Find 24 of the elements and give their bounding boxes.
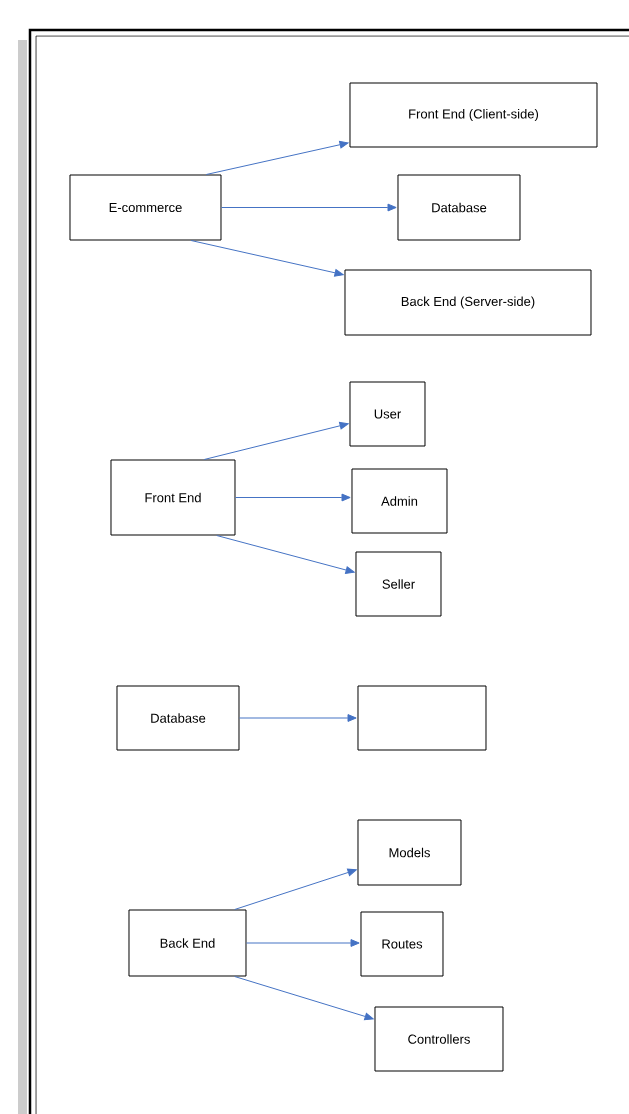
text-box: User (349, 381, 426, 447)
arrow (216, 535, 355, 574)
arrow (234, 868, 357, 910)
arrow (190, 240, 344, 277)
arrow (205, 140, 349, 175)
text-box: Admin (351, 468, 448, 534)
text-box: Controllers (374, 1006, 504, 1072)
text-box: Database (116, 685, 240, 751)
text-box: Seller (355, 551, 442, 617)
text-box: Routes (360, 911, 444, 977)
empty-box (357, 685, 487, 751)
arrow (235, 493, 351, 502)
text-box: E-commerce (69, 174, 222, 241)
arrow (246, 939, 360, 947)
text-box: Front End (Client-side) (349, 82, 598, 148)
text-box: Database (397, 174, 521, 241)
text-box: Models (357, 819, 462, 886)
text-box: Back End (128, 909, 247, 977)
text-box: Front End (110, 459, 236, 536)
arrow (239, 714, 357, 722)
text-box: Back End (Server-side) (344, 269, 592, 336)
arrow (203, 421, 349, 460)
arrow (234, 976, 374, 1021)
arrow (221, 203, 397, 212)
